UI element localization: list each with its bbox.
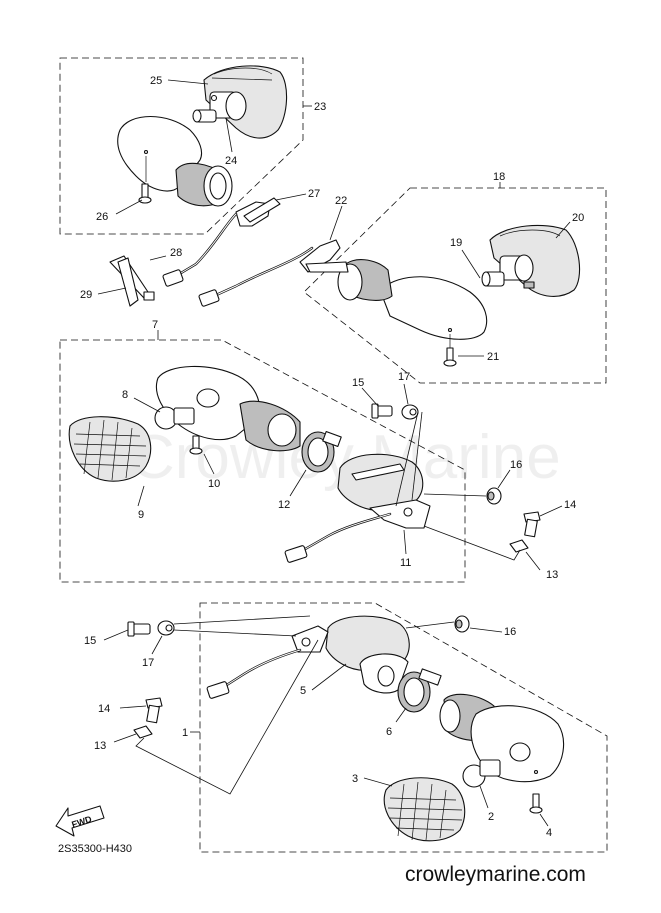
part-17-collar-lower: [157, 620, 175, 636]
wire-23: [162, 212, 238, 287]
part-27-bracket: [235, 197, 281, 227]
callout-9: 9: [138, 509, 144, 521]
group-outline-18: [303, 187, 607, 384]
callout-12: 12: [278, 499, 290, 511]
part-15-bolt-upper: [371, 403, 393, 419]
part-9-lens: [68, 416, 152, 482]
part-22-bracket: [299, 239, 349, 273]
part-17-collar-upper: [401, 404, 419, 420]
callout-4: 4: [546, 827, 552, 839]
callout-15-lower: 15: [84, 635, 96, 647]
callout-20: 20: [572, 212, 584, 224]
callout-25: 25: [150, 75, 162, 87]
part-3-lens: [383, 777, 466, 842]
callout-23: 23: [314, 101, 326, 113]
callout-14-upper: 14: [564, 499, 576, 511]
callout-7: 7: [152, 319, 158, 331]
part-24-socket: [192, 91, 247, 123]
callout-18: 18: [493, 171, 505, 183]
callout-24: 24: [225, 155, 237, 167]
callout-13-upper: 13: [546, 569, 558, 581]
part-26-screw: [138, 183, 152, 204]
callout-26: 26: [96, 211, 108, 223]
callout-15-upper: 15: [352, 377, 364, 389]
part-10-screw: [189, 435, 203, 455]
part-16-nut-lower: [454, 615, 470, 633]
callout-17-lower: 17: [142, 657, 154, 669]
part-6-grommet: [397, 668, 442, 713]
callout-14-lower: 14: [98, 703, 110, 715]
part-14-bolt-upper: [523, 511, 541, 538]
callout-22: 22: [335, 195, 347, 207]
part-5-stay: [291, 615, 410, 694]
callout-29: 29: [80, 289, 92, 301]
assembly-18: 18 19 20 21 22: [198, 171, 607, 384]
group-outline-23: [59, 57, 304, 235]
callout-1: 1: [182, 727, 188, 739]
part-16-nut-upper: [486, 487, 502, 505]
part-1-housing: [439, 693, 565, 783]
callout-6: 6: [386, 726, 392, 738]
part-18-body: [337, 259, 488, 348]
part-11-stay: [337, 453, 431, 529]
callout-10: 10: [208, 478, 220, 490]
part-13-washer-lower: [133, 725, 153, 739]
part-20-housing: [489, 224, 581, 297]
callout-2: 2: [488, 811, 494, 823]
wire-1: [206, 648, 302, 699]
diagram-code: 2S35300-H430: [58, 843, 132, 855]
callout-16-upper: 16: [510, 459, 522, 471]
part-19-socket: [481, 254, 535, 289]
part-12-grommet: [301, 431, 342, 473]
callout-16-lower: 16: [504, 626, 516, 638]
callout-5: 5: [300, 685, 306, 697]
callout-11: 11: [400, 557, 411, 569]
callout-13-lower: 13: [94, 740, 106, 752]
wire-7: [284, 512, 392, 563]
part-23-body: [117, 115, 233, 207]
assembly-7: 7 8 9 10 12 11 15 17 16 14 13: [59, 319, 576, 583]
part-8-bulb: [154, 406, 195, 430]
parts-28-29: 28 29: [80, 247, 182, 307]
part-21-screw: [443, 347, 457, 367]
callout-17-upper: 17: [398, 371, 410, 383]
part-14-bolt-lower: [145, 697, 163, 724]
callout-3: 3: [352, 773, 358, 785]
website-label: crowleymarine.com: [405, 863, 586, 886]
part-4-screw: [529, 793, 543, 814]
callout-19: 19: [450, 237, 462, 249]
part-2-bulb: [462, 759, 501, 788]
callout-27: 27: [308, 188, 320, 200]
callout-28: 28: [170, 247, 182, 259]
assembly-23: 25 24 23 26 27: [59, 57, 326, 287]
part-15-bolt-lower: [127, 621, 151, 637]
group-outline-7: [59, 339, 466, 583]
wire-18: [198, 246, 314, 307]
callout-21: 21: [487, 351, 499, 363]
fwd-arrow-icon: FWD: [55, 805, 105, 837]
part-13-washer-upper: [509, 539, 529, 553]
group-outline-1: [199, 602, 608, 853]
assembly-1: 1 2 3 4 5 6 15 17 16 14 13: [84, 602, 608, 853]
callout-8: 8: [122, 389, 128, 401]
